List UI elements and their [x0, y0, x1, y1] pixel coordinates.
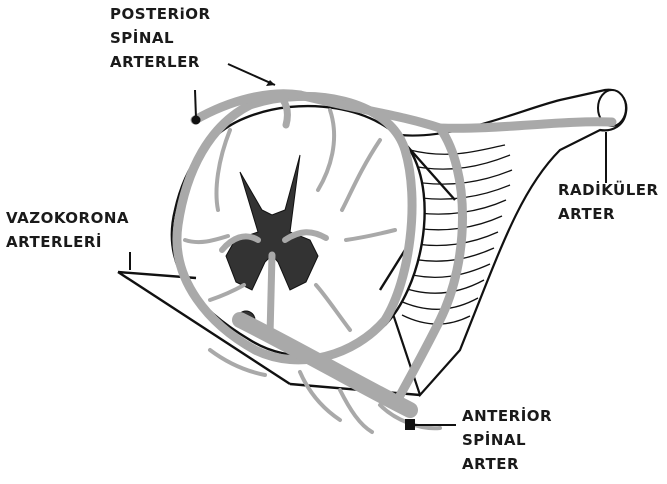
pointer-posterior: [228, 64, 275, 85]
label-line: VAZOKORONA: [6, 206, 129, 230]
label-line: ARTER: [558, 202, 659, 226]
label-anterior-spinal-artery: ANTERİOR SPİNAL ARTER: [462, 404, 552, 476]
label-line: RADİKÜLER: [558, 178, 659, 202]
label-line: SPİNAL: [110, 26, 211, 50]
label-line: ANTERİOR: [462, 404, 552, 428]
label-line: POSTERiOR: [110, 2, 211, 26]
label-radicular-artery: RADİKÜLER ARTER: [558, 178, 659, 226]
label-line: ARTER: [462, 452, 552, 476]
label-line: ARTERLER: [110, 50, 211, 74]
label-posterior-spinal-arteries: POSTERiOR SPİNAL ARTERLER: [110, 2, 211, 74]
label-line: SPİNAL: [462, 428, 552, 452]
label-line: ARTERLERİ: [6, 230, 129, 254]
pointer-posterior-2: [195, 90, 196, 118]
label-vasocorona-arteries: VAZOKORONA ARTERLERİ: [6, 206, 129, 254]
